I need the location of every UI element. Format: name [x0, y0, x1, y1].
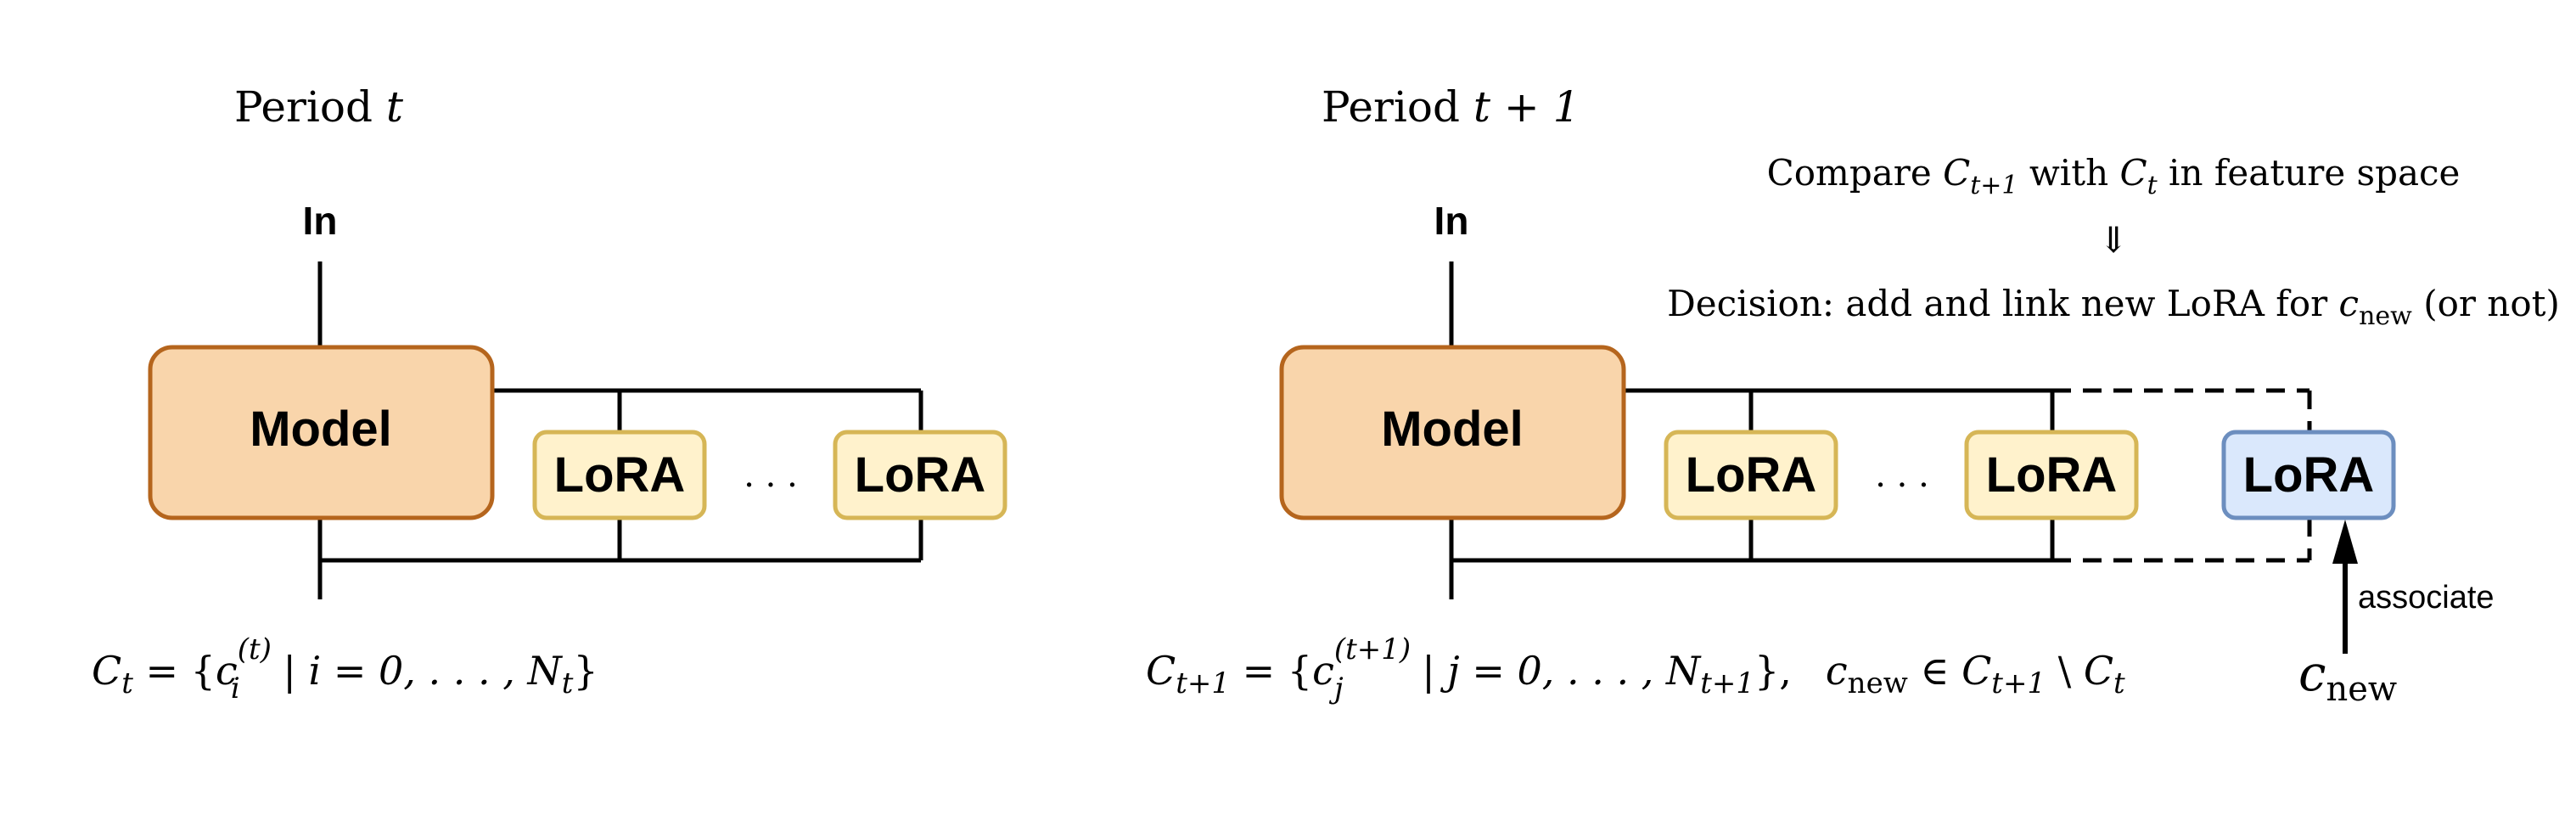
left-model-label: Model: [250, 402, 392, 457]
right-panel: Period t + 1 Compare Ct+1 with Ct in fea…: [1146, 82, 2560, 709]
decision-text: Decision: add and link new LoRA for cnew…: [1667, 283, 2560, 331]
new-lora-dashed-link: [2052, 388, 2312, 563]
left-lora-box-2: [833, 430, 1007, 520]
implies-arrow-icon: ⇓: [2098, 219, 2128, 261]
associate-label: associate: [2358, 580, 2495, 616]
right-lora-box-2: [1964, 430, 2139, 520]
right-lora-label-1: LoRA: [1686, 447, 1817, 503]
new-lora-label: LoRA: [2243, 447, 2375, 503]
left-panel: Period t In Model LoRA · · · LoRA Ct = {…: [92, 82, 1007, 706]
right-period-title: Period t + 1: [1322, 82, 1580, 132]
left-lora-box-1: [532, 430, 707, 520]
left-set-formula: Ct = {c(t)i | i = 0, . . . , Nt}: [92, 632, 598, 706]
right-ellipsis: · · ·: [1875, 466, 1929, 505]
right-lora-label-2: LoRA: [1986, 447, 2118, 503]
left-lora-label-1: LoRA: [554, 447, 686, 503]
left-model-box: [148, 345, 495, 520]
left-lora-label-2: LoRA: [855, 447, 986, 503]
associate-arrow-icon: [2332, 520, 2358, 654]
new-lora-box: [2221, 430, 2396, 520]
compare-text: Compare Ct+1 with Ct in feature space: [1767, 152, 2461, 200]
right-model-box: [1279, 345, 1626, 520]
right-lora-box-1: [1664, 430, 1838, 520]
right-input-label: In: [1434, 199, 1469, 243]
right-set-formula: Ct+1 = {c(t+1)j | j = 0, . . . , Nt+1},c…: [1146, 632, 2125, 706]
right-model-label: Model: [1381, 402, 1524, 457]
new-concept-label: cnew: [2298, 644, 2397, 709]
left-period-title: Period t: [234, 82, 404, 132]
left-input-label: In: [303, 199, 338, 243]
left-ellipsis: · · ·: [744, 466, 798, 505]
